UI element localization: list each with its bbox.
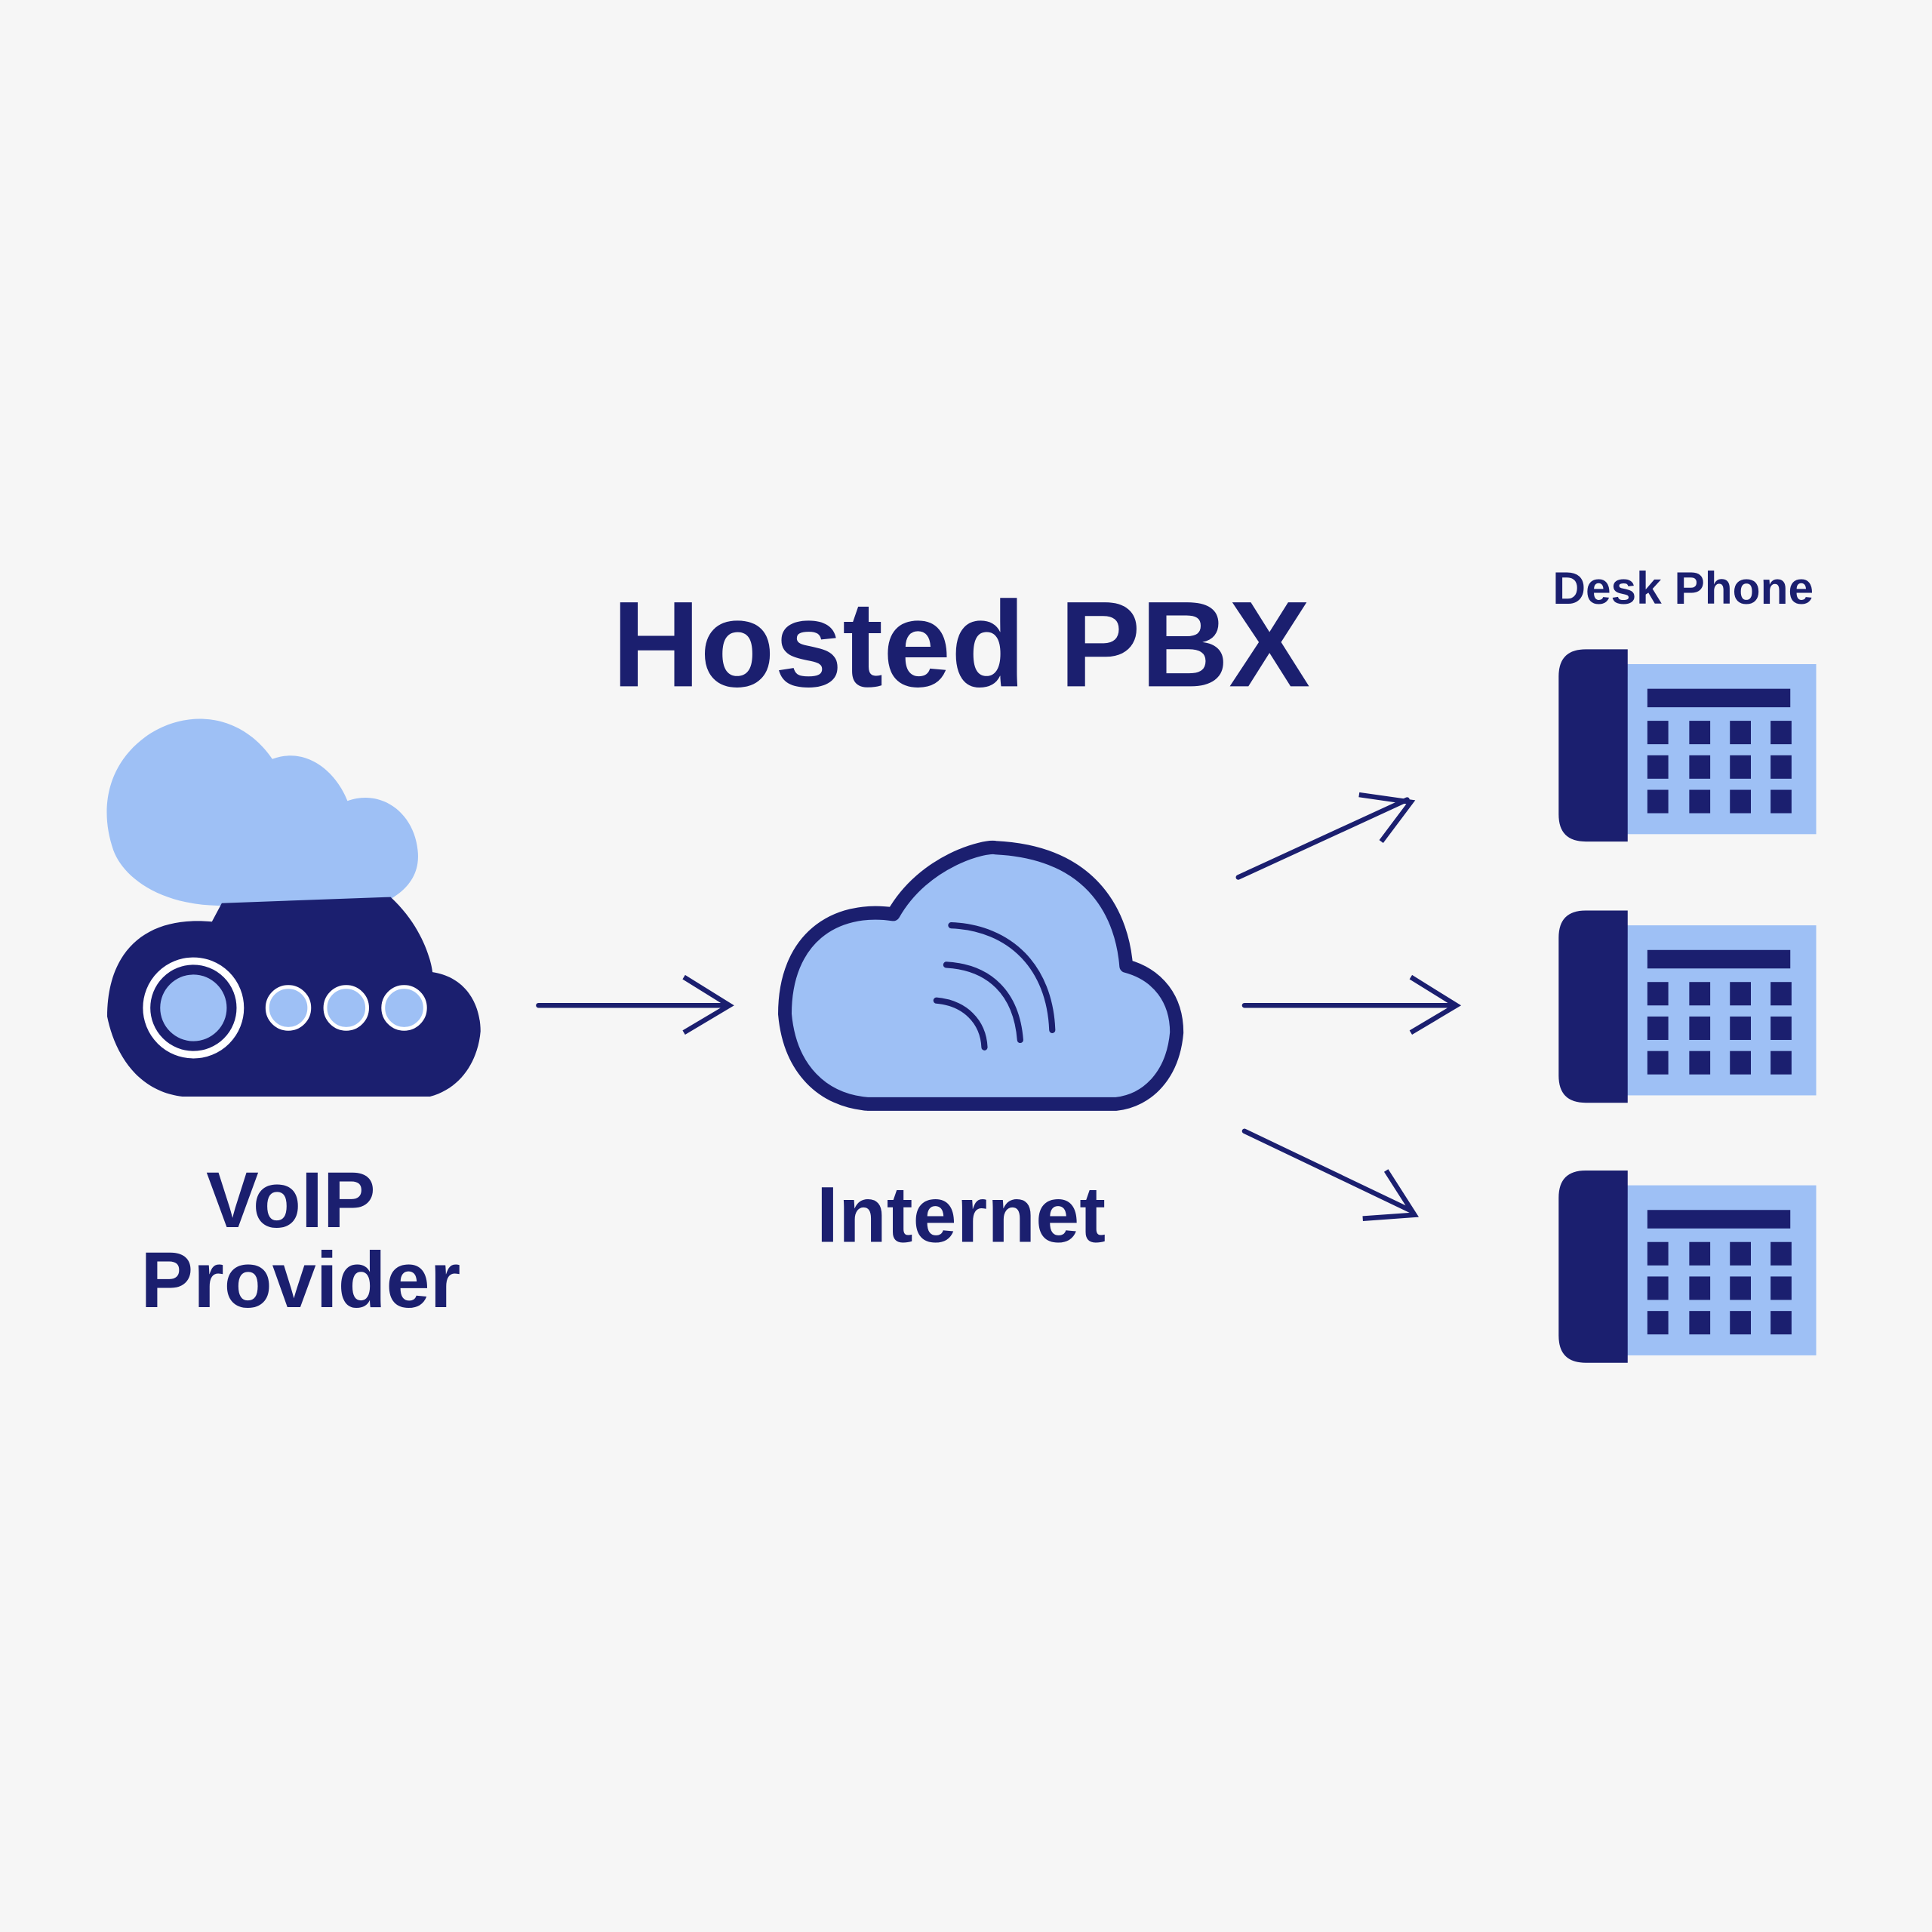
phone-key	[1730, 1016, 1751, 1040]
cloud-wifi-icon	[778, 840, 1184, 1111]
phone-key	[1730, 1051, 1751, 1075]
phone-key	[1647, 982, 1669, 1006]
arrow-internet-to-phone-3	[1241, 1128, 1419, 1221]
phone-key	[1647, 1241, 1669, 1266]
phone-key	[1689, 1016, 1711, 1040]
phone-handset	[1558, 910, 1628, 1103]
phone-key	[1770, 1276, 1792, 1300]
phone-key	[1647, 721, 1669, 745]
phone-key	[1647, 755, 1669, 779]
diagram-title: Hosted PBX	[612, 577, 1310, 712]
phone-key	[1647, 1276, 1669, 1300]
phone-display	[1647, 688, 1791, 708]
arrow-internet-to-phone-1	[1235, 792, 1416, 880]
router-light-3	[381, 985, 427, 1031]
provider-label-line1: VoIP	[206, 1156, 375, 1244]
phone-display	[1647, 949, 1791, 969]
phone-key	[1730, 755, 1751, 779]
phone-key	[1730, 982, 1751, 1006]
phone-handset	[1558, 1171, 1628, 1363]
arrow-internet-to-phone-2	[1241, 974, 1462, 1035]
phone-key	[1770, 721, 1792, 745]
phone-key	[1770, 1051, 1792, 1075]
phone-key	[1770, 789, 1792, 814]
phone-key	[1647, 1051, 1669, 1075]
desk-phone-icon	[1558, 1171, 1817, 1363]
phone-handset	[1558, 649, 1628, 842]
phone-key	[1770, 982, 1792, 1006]
phone-key	[1689, 755, 1711, 779]
wifi-signal-arcs	[933, 922, 1056, 1051]
phone-key	[1730, 1311, 1751, 1335]
phone-key	[1770, 1016, 1792, 1040]
phone-key	[1689, 1241, 1711, 1266]
desk-phones	[1558, 649, 1817, 1363]
router-light-2	[323, 985, 369, 1031]
router-light-1	[265, 985, 312, 1031]
phone-key	[1689, 789, 1711, 814]
desk-phone-icon	[1558, 649, 1817, 842]
phone-key	[1770, 755, 1792, 779]
provider-label-line2: Provider	[140, 1236, 460, 1324]
desk-phone-icon	[1558, 910, 1817, 1103]
phone-key	[1689, 721, 1711, 745]
internet-node: Internet	[778, 840, 1184, 1260]
phone-key	[1730, 721, 1751, 745]
phone-key	[1770, 1311, 1792, 1335]
phone-key	[1647, 789, 1669, 814]
internet-label: Internet	[817, 1171, 1106, 1260]
desk-phone-label: Desk Phone	[1552, 562, 1814, 614]
phone-key	[1689, 1311, 1711, 1335]
phone-key	[1647, 1016, 1669, 1040]
cloud-router-icon	[106, 718, 481, 1097]
router-big-light-inner	[160, 974, 227, 1041]
phone-key	[1730, 789, 1751, 814]
phone-display	[1647, 1210, 1791, 1229]
provider-cloud-shape	[106, 718, 418, 906]
phone-key	[1689, 982, 1711, 1006]
phone-key	[1730, 1276, 1751, 1300]
voip-provider-node: VoIP Provider	[106, 718, 481, 1324]
phone-key	[1689, 1276, 1711, 1300]
phone-key	[1689, 1051, 1711, 1075]
phone-key	[1730, 1241, 1751, 1266]
phone-key	[1770, 1241, 1792, 1266]
phone-key	[1647, 1311, 1669, 1335]
arrow-provider-to-internet	[536, 974, 734, 1035]
